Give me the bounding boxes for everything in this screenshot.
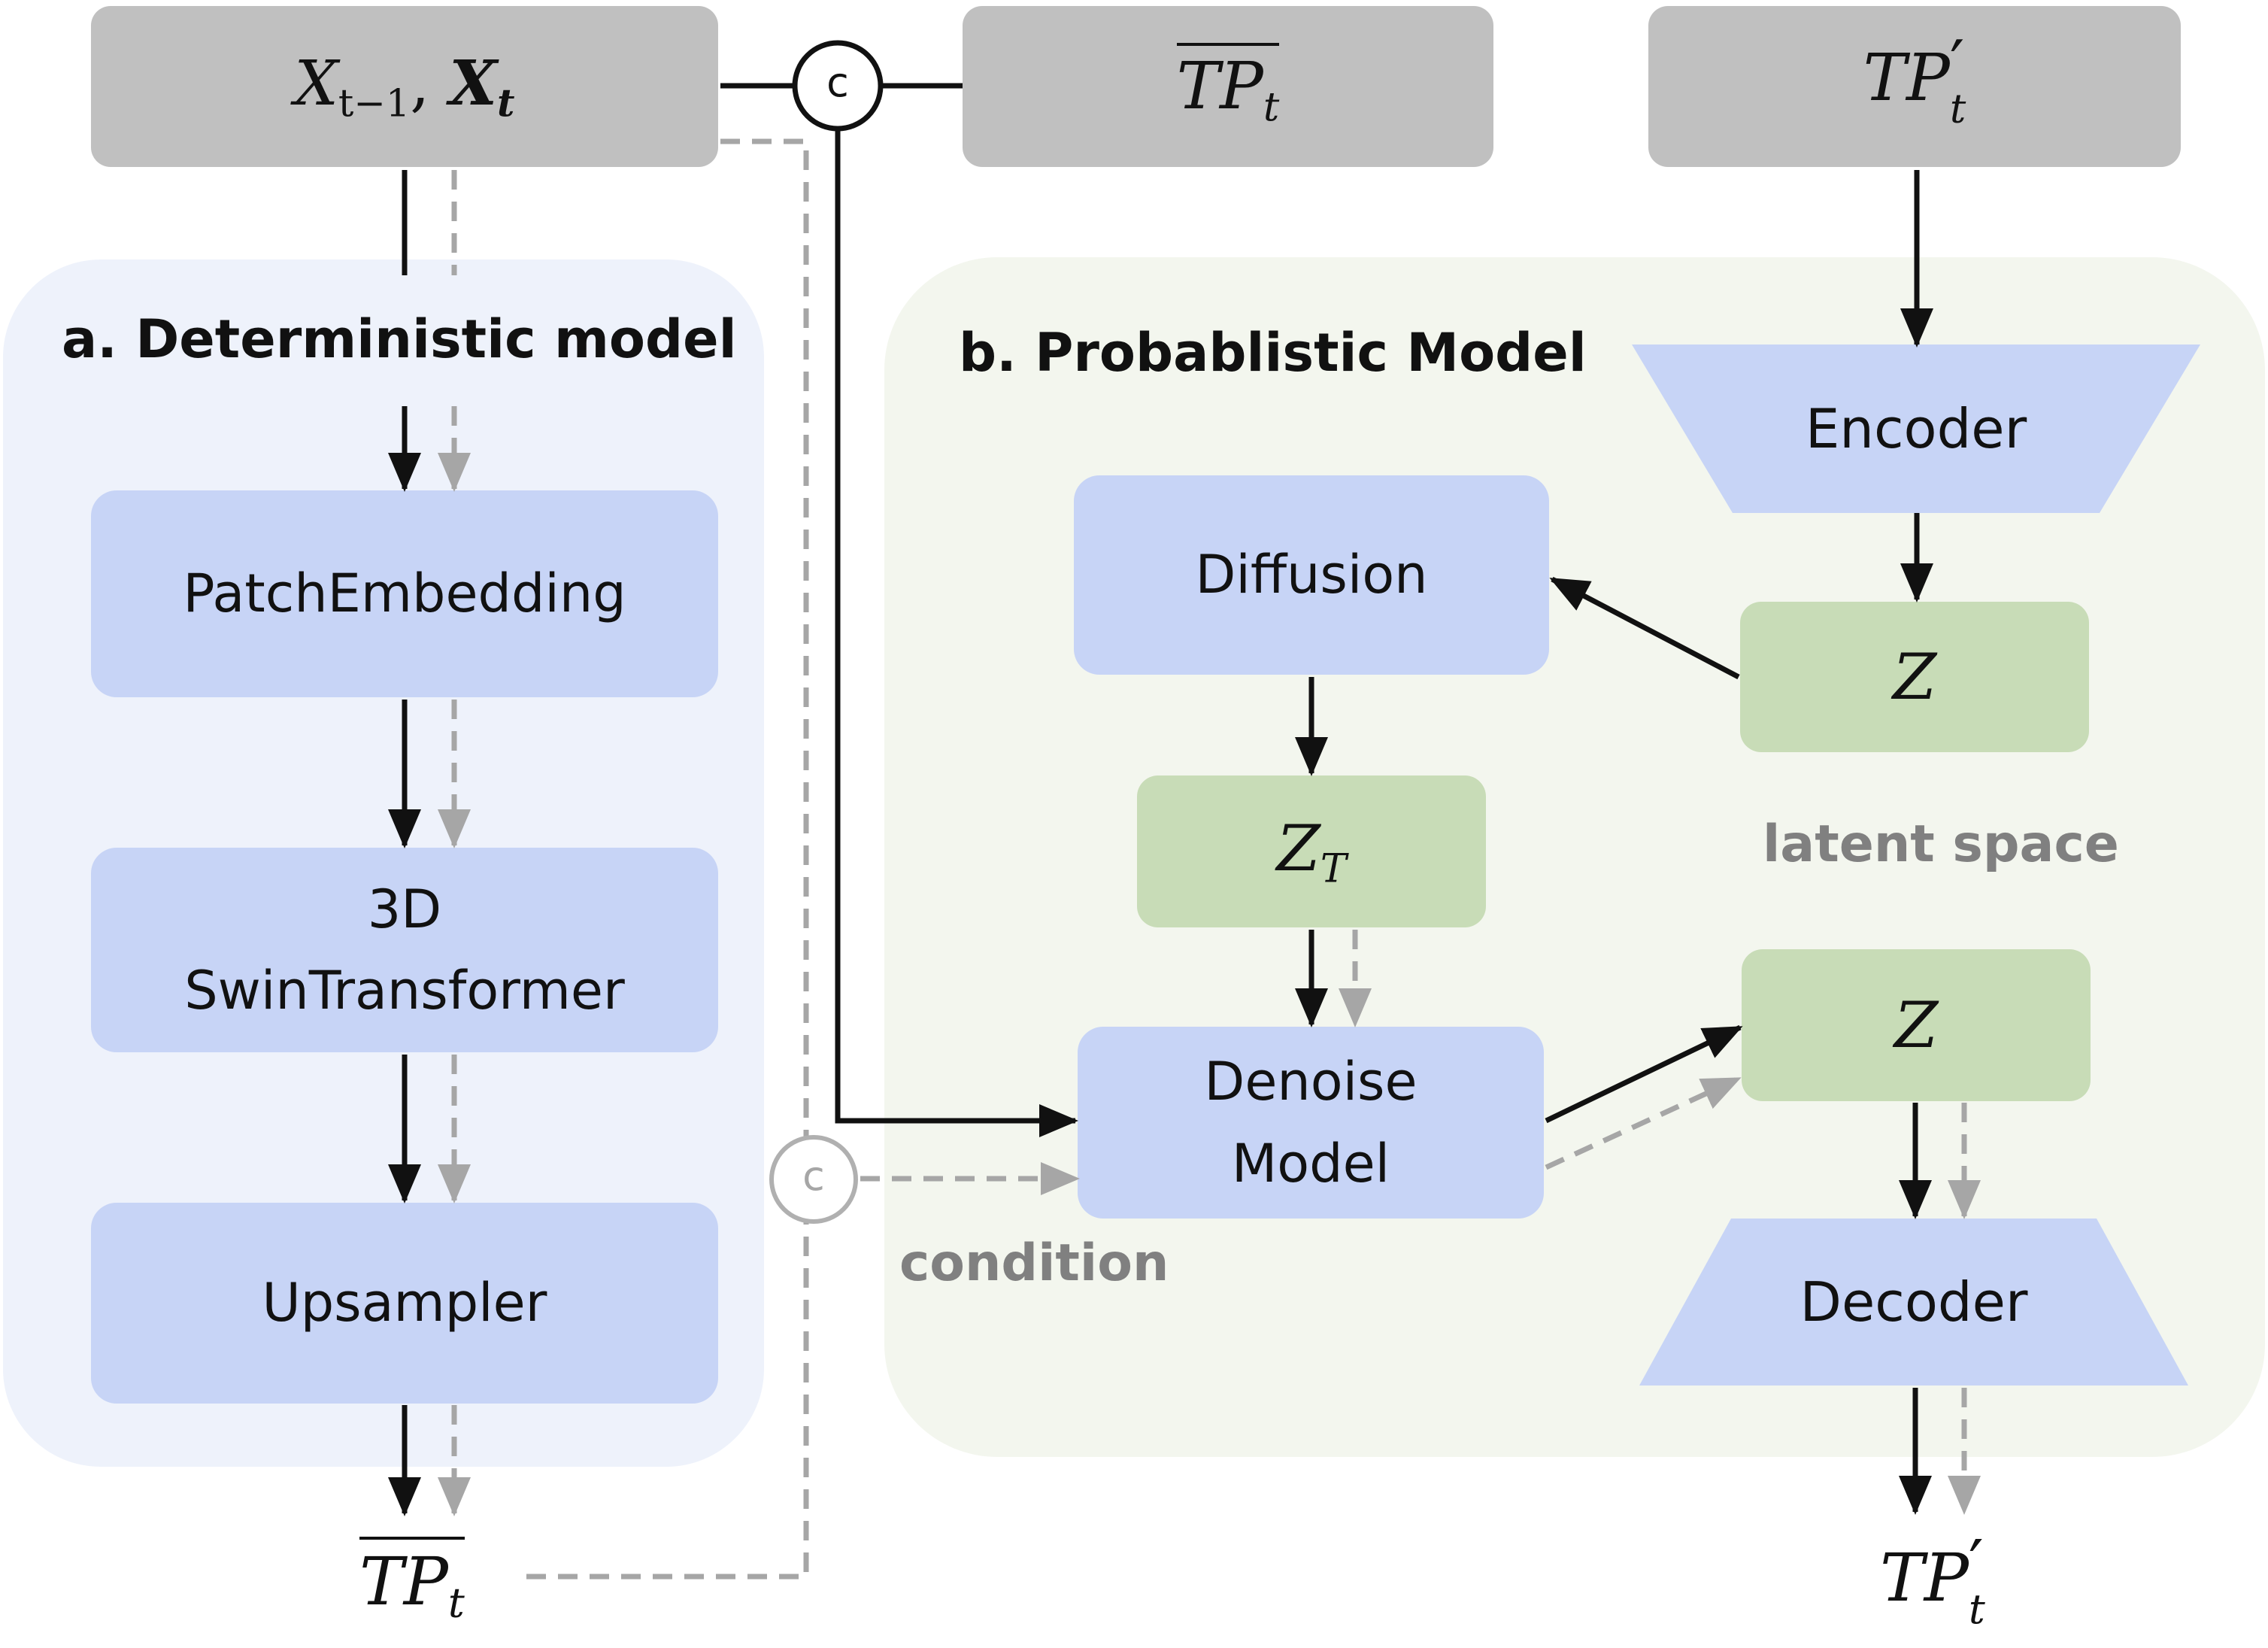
decoder-label: Decoder [1800,1270,2028,1334]
denoise-model-label: Denoise Model [1204,1051,1418,1194]
patch-embedding-block: PatchEmbedding [91,490,718,697]
input-x-box: Xt−1, Xt [91,6,718,167]
concat-circle-top [792,40,884,132]
input-tp-bar-label: TPt [1176,43,1280,130]
swin-transformer-label: 3D SwinTransformer [184,878,625,1022]
latent-zt-label: ZT [1276,811,1347,892]
denoise-to-z-arrow [1545,1024,1743,1124]
upsampler-label: Upsampler [262,1272,547,1334]
latent-z-bottom-label: Z [1894,988,1939,1062]
patch-embedding-label: PatchEmbedding [183,563,626,625]
deterministic-panel-title: a. Deterministic model [62,308,737,370]
latent-z-top: Z [1740,602,2089,752]
encoder-shape [1632,344,2200,513]
latent-z-top-label: Z [1892,640,1937,714]
input-tp-prime-label: TP′t [1863,27,1966,132]
concat-to-denoise-line [835,129,1078,1137]
input-x-label: Xt−1, Xt [294,47,515,126]
diffusion-label: Diffusion [1195,544,1428,606]
z-to-diffusion-arrow [1549,576,1740,680]
output-tp-bar-label: TPt [359,1537,465,1626]
dashed-x-to-condition [720,138,809,1143]
concat-circle-condition [769,1135,858,1224]
latent-z-bottom: Z [1742,949,2091,1101]
encoder-label: Encoder [1805,397,2027,460]
input-tp-prime-box: TP′t [1648,6,2181,167]
input-tp-bar-box: TPt [963,6,1493,167]
dashed-output-to-condition [526,1214,809,1580]
output-tp-prime-label: TP′t [1880,1525,1985,1633]
swin-transformer-block: 3D SwinTransformer [91,848,718,1052]
concat-symbol-top: c [826,59,849,106]
latent-zt-box: ZT [1137,775,1486,927]
condition-label: condition [899,1234,1169,1293]
concat-symbol-condition: c [802,1152,825,1200]
diffusion-block: Diffusion [1074,475,1549,675]
upsampler-block: Upsampler [91,1203,718,1404]
dashed-denoise-to-z [1545,1076,1742,1170]
probabilistic-panel-title: b. Probablistic Model [959,322,1587,384]
latent-space-label: latent space [1763,815,2119,874]
denoise-model-block: Denoise Model [1078,1027,1544,1219]
decoder-shape [1639,1219,2188,1385]
